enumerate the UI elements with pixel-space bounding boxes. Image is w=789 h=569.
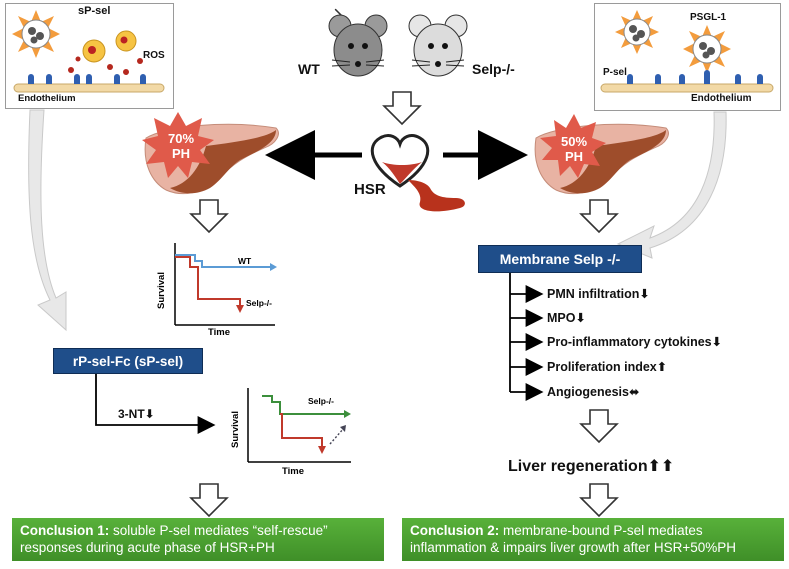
- endothelium-bar: [13, 83, 165, 93]
- series-rescued-line: [262, 395, 344, 415]
- liver-regeneration-label: Liver regeneration: [508, 458, 648, 475]
- up-arrow-icon: ⬆: [656, 360, 668, 374]
- series-ko-arrowhead: [236, 305, 244, 313]
- membrane-selp-box: Membrane Selp -/-: [478, 245, 642, 273]
- hollow-arrow-mice: [382, 91, 422, 126]
- soluble-psel-illustration: [12, 10, 165, 93]
- endothelium-bar: [600, 83, 774, 93]
- down-arrow-icon: ⬇: [711, 335, 723, 349]
- hollow-arrow-effects: [579, 409, 619, 444]
- effect-item: Angiogenesis⬌: [547, 384, 639, 399]
- right-liver-percent: 50%: [560, 134, 588, 149]
- three-nt-label: 3-NT⬇: [118, 407, 155, 421]
- series-rescued-arrowhead: [344, 410, 351, 418]
- effect-label: PMN infiltration: [547, 287, 640, 301]
- conclusion-2-text: membrane-bound P-sel mediates inflammati…: [410, 523, 736, 555]
- effect-item: PMN infiltration⬇: [547, 286, 650, 301]
- down-arrow-icon: ⬇: [575, 311, 586, 325]
- series-ko-line: [280, 413, 323, 448]
- receptors: [28, 74, 146, 84]
- rpsel-fc-box: rP-sel-Fc (sP-sel): [53, 348, 203, 374]
- ros-dots: [68, 56, 143, 75]
- ph-starburst: [540, 114, 606, 178]
- chart1-ko-label: Selp-/-: [246, 298, 272, 308]
- series-ko-arrowhead: [318, 446, 326, 454]
- receptors: [627, 70, 763, 84]
- left-liver-ph: PH: [171, 146, 191, 161]
- series-wt-line: [175, 254, 270, 268]
- left-curved-arrow: [28, 109, 67, 332]
- left-liver-icon: [142, 112, 279, 194]
- series-wt-arrowhead: [270, 263, 277, 271]
- effect-item: Proliferation index⬆: [547, 359, 667, 374]
- mice-illustration: [328, 8, 468, 77]
- hsr-label: HSR: [354, 181, 386, 198]
- hollow-arrow-conclusion1: [189, 483, 229, 518]
- selp-ko-label: Selp-/-: [472, 61, 515, 77]
- endothelium-label: Endothelium: [18, 93, 76, 104]
- rescue-dotted-arrow: [329, 427, 345, 445]
- leukocyte-icon: [12, 10, 60, 58]
- leukocyte-icon: [683, 25, 731, 73]
- right-liver-ph: PH: [564, 149, 584, 164]
- hollow-arrow-left-liver: [189, 199, 229, 234]
- effect-label: Angiogenesis: [547, 385, 629, 399]
- chart1-xlabel: Time: [208, 327, 230, 337]
- heart-hsr-icon: [370, 134, 465, 212]
- top-right-panel: PSGL-1 P-sel Endothelium: [594, 3, 781, 111]
- p-sel-label: P-sel: [603, 67, 627, 78]
- chart1-ylabel: Survival: [156, 272, 167, 309]
- rescue-arrowhead: [340, 425, 346, 432]
- chart2-xlabel: Time: [282, 466, 304, 477]
- down-arrow-icon: ⬇: [144, 407, 155, 421]
- left-right-arrow-icon: ⬌: [628, 385, 640, 399]
- effect-label: MPO: [547, 311, 576, 325]
- effect-item: MPO⬇: [547, 310, 586, 325]
- sp-sel-label: sP-sel: [78, 5, 111, 17]
- wt-mouse-icon: [328, 8, 388, 77]
- hollow-arrow-regen: [579, 483, 619, 518]
- leukocyte-icon: [615, 10, 659, 54]
- endothelium-label: Endothelium: [691, 93, 752, 104]
- ph-starburst: [142, 112, 214, 178]
- psgl1-label: PSGL-1: [690, 12, 727, 23]
- effect-label: Proliferation index: [547, 360, 657, 374]
- conclusion-1: Conclusion 1: soluble P-sel mediates “se…: [12, 518, 384, 561]
- hollow-arrow-right-liver: [579, 199, 619, 234]
- three-nt-connector: [95, 374, 216, 434]
- left-liver-percent: 70%: [167, 131, 195, 146]
- down-arrow-icon: ⬇: [639, 287, 650, 301]
- conclusion-2: Conclusion 2: membrane-bound P-sel media…: [402, 518, 784, 561]
- chart2-ko-label: Selp-/-: [308, 396, 334, 406]
- right-curved-arrow: [616, 111, 727, 259]
- conclusion-2-title: Conclusion 2:: [410, 523, 500, 538]
- effect-label: Pro-inflammatory cytokines: [547, 335, 712, 349]
- membrane-psel-illustration: [600, 10, 774, 93]
- ros-label: ROS: [143, 50, 165, 61]
- conclusion-1-text: soluble P-sel mediates “self-rescue” res…: [20, 523, 328, 555]
- double-up-arrow-icon: ⬆⬆: [647, 458, 675, 475]
- conclusion-1-title: Conclusion 1:: [20, 523, 110, 538]
- survival-chart-1: Survival Time WT Selp-/-: [156, 243, 277, 337]
- three-nt-text: 3-NT: [118, 407, 145, 421]
- effect-item: Pro-inflammatory cytokines⬇: [547, 334, 722, 349]
- chart1-wt-label: WT: [238, 256, 252, 266]
- ko-mouse-icon: [408, 14, 468, 77]
- wt-label: WT: [298, 61, 320, 77]
- right-liver-icon: [534, 114, 669, 194]
- chart2-ylabel: Survival: [230, 411, 241, 448]
- series-ko-line: [175, 256, 241, 307]
- top-left-panel: sP-sel ROS Endothelium: [5, 3, 174, 109]
- survival-chart-2: Survival Time Selp-/-: [230, 388, 351, 477]
- liver-regeneration: Liver regeneration⬆⬆: [508, 456, 674, 476]
